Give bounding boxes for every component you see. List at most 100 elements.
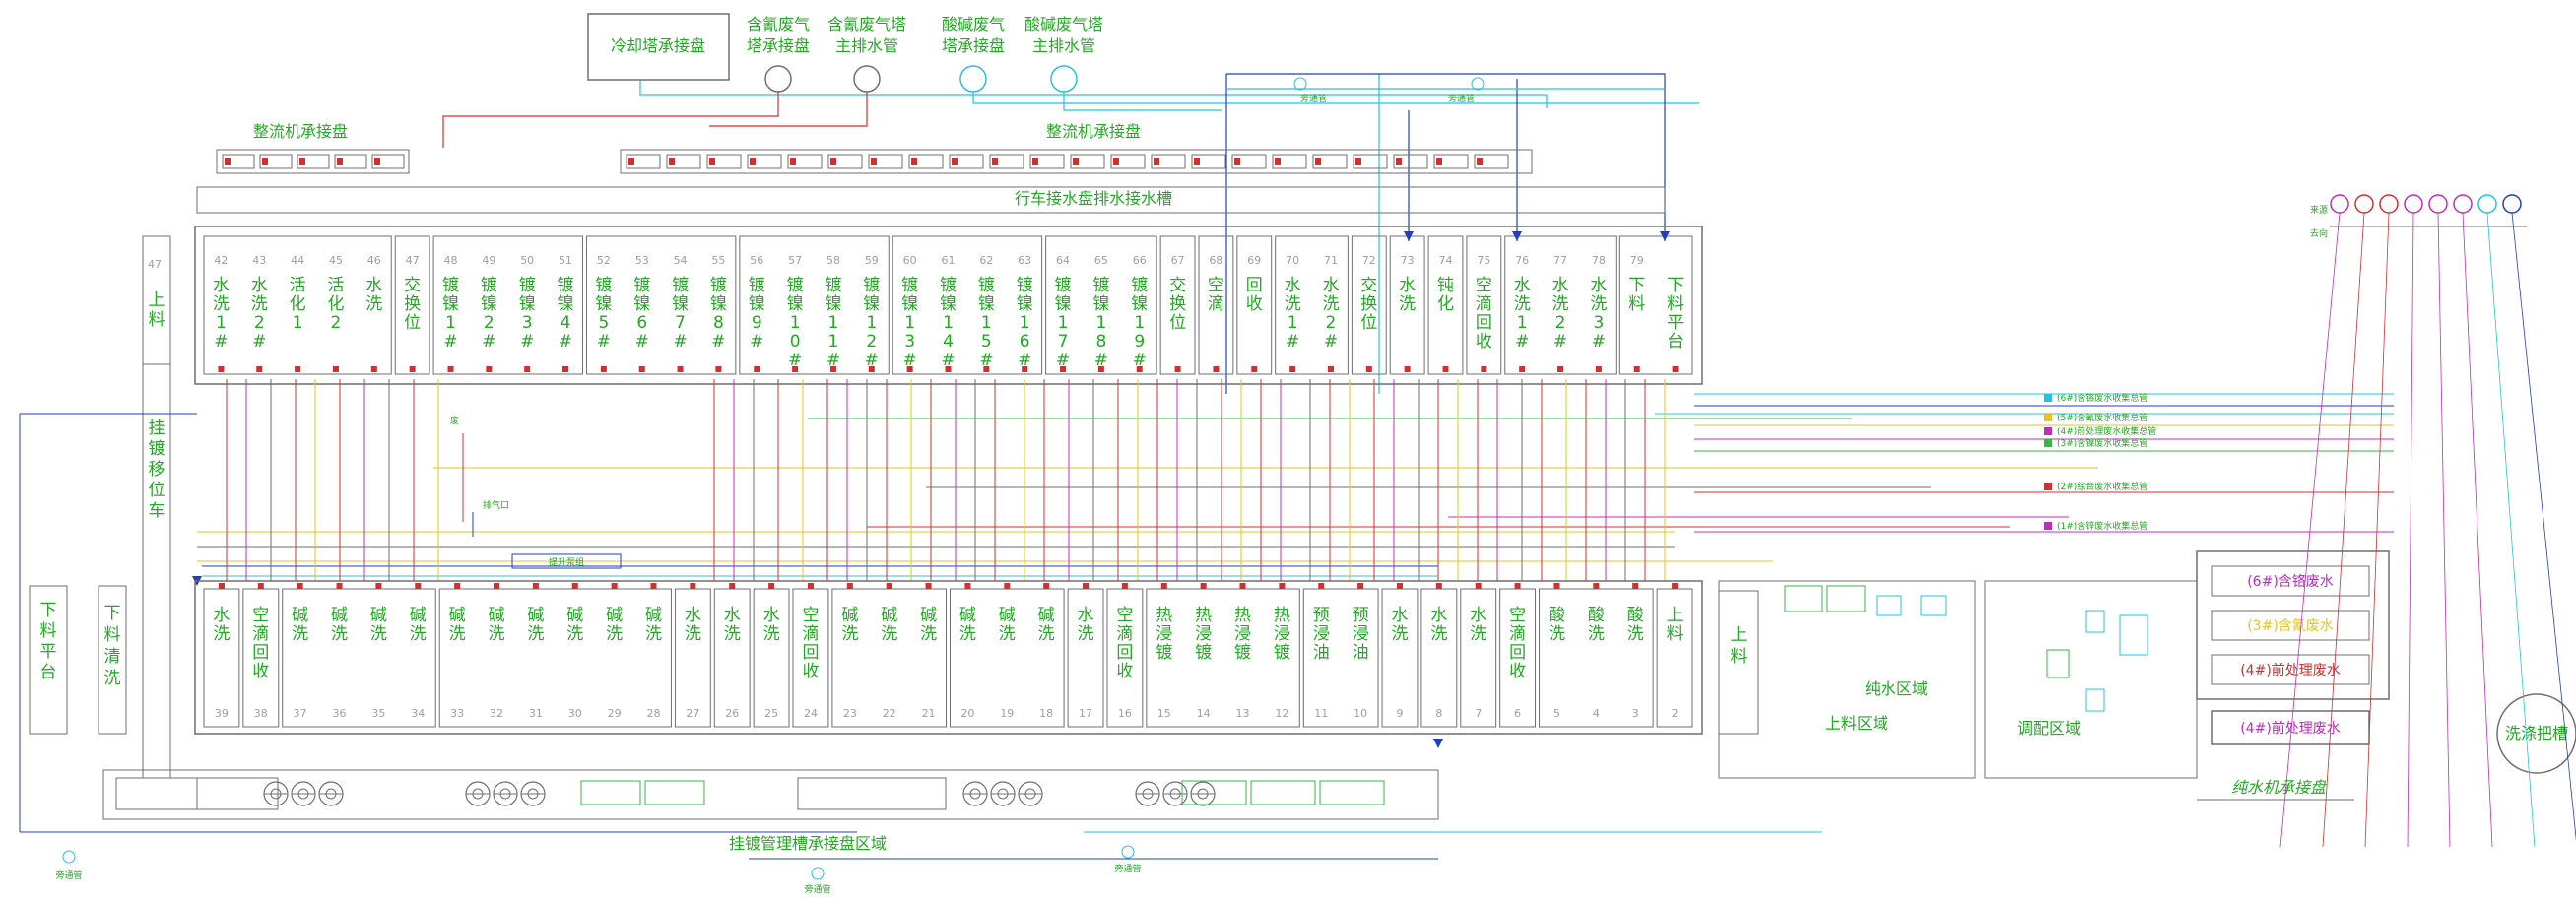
pure-water-area-label: 纯水区域 [1865, 679, 1928, 698]
pure-water-box-1 [1784, 585, 1823, 612]
valve-marker [829, 366, 836, 372]
valve-marker [1251, 366, 1258, 372]
upper-tank-label-char: 5 [981, 332, 992, 352]
valve-marker [729, 583, 736, 589]
loading-area-label: 上料区域 [1825, 714, 1888, 733]
upper-tank-label-char: 化 [327, 294, 344, 314]
pump-icon [263, 781, 289, 806]
lower-tank-label-char: 洗 [1430, 624, 1447, 644]
lower-tank-label-char: 水 [1470, 606, 1486, 625]
lower-tank-num: 13 [1236, 707, 1250, 720]
lower-tank-num: 24 [804, 707, 818, 720]
valve-marker [1160, 583, 1167, 589]
legend-bottom: 去向 [2310, 227, 2328, 239]
loading-area-v2: 料 [1731, 647, 1748, 667]
lower-tank-label-char: 热 [1195, 606, 1212, 625]
manifold-pipe [2322, 212, 2365, 848]
upper-tank-label-char: 水 [365, 276, 382, 295]
upper-tank-label-char: 镀 [519, 276, 536, 295]
valve-marker [1672, 366, 1679, 372]
lower-line: 水洗39空滴回收38碱洗37碱洗36碱洗35碱洗34碱洗33碱洗32碱洗31碱洗… [194, 580, 1703, 735]
pure-water-box-3 [1876, 595, 1902, 616]
valve-marker [297, 583, 303, 589]
upper-tank-label-char: 镀 [481, 276, 497, 295]
lower-tank-label-char: 碱 [881, 606, 897, 625]
filter-unit [1151, 154, 1186, 169]
lower-tank-label-char: 空 [252, 606, 269, 625]
lower-tank-label-char: 热 [1156, 606, 1172, 625]
upper-tank-label-char: 回 [1476, 313, 1492, 333]
bypass-top: 旁通管 旁通管 [1293, 77, 1485, 104]
crane-trough-box [196, 186, 1666, 214]
unload-platform-label4: 台 [40, 663, 57, 682]
upper-tank-group [1236, 235, 1273, 375]
bottom-equipment: 挂镀管理槽承接盘区域 [102, 769, 1439, 853]
filter-tray-right: 整流机承接盘 [620, 122, 1533, 174]
filter-unit [706, 154, 742, 169]
upper-tank-label-char: 1 [1517, 313, 1528, 333]
flow-arrow [1433, 739, 1443, 748]
pipe-label-marker [2044, 394, 2052, 402]
lower-tank-label-char: 碱 [370, 606, 387, 625]
upper-tank-num: 78 [1592, 254, 1606, 267]
filter-mark [299, 158, 305, 165]
upper-tank-label-char: # [1133, 351, 1147, 370]
pump-icon [493, 781, 518, 806]
upper-tank-group [1275, 235, 1349, 375]
upper-tank-label-char: 平 [1667, 313, 1684, 333]
upper-tank-group [432, 235, 583, 375]
valve-marker [447, 366, 454, 372]
valve-marker [415, 583, 422, 589]
lower-tank-num: 32 [490, 707, 503, 720]
manifold-pipe [2279, 212, 2341, 848]
valve-marker [1557, 366, 1564, 372]
upper-tank-label-char: # [788, 351, 802, 370]
filter-mark [992, 158, 998, 165]
manifold-valve [2502, 194, 2522, 214]
lower-tank-label-char: 洗 [449, 624, 466, 644]
exhaust-label: 排气口 [483, 499, 509, 511]
upper-tank-label-char: 镀 [978, 276, 995, 295]
upper-tank-num: 69 [1247, 254, 1261, 267]
upper-tank-label-char: 换 [404, 294, 421, 314]
upper-tank-label-char: 洗 [251, 294, 268, 314]
upper-tank-label-char: 1 [1288, 313, 1298, 333]
upper-tank-label-char: 1 [943, 313, 954, 333]
upper-tank-label-char: 水 [1590, 276, 1607, 295]
unload-rinse-label2: 料 [104, 625, 121, 645]
filter-unit [1474, 154, 1509, 169]
manifold-pipe [2462, 212, 2493, 848]
upper-line-frame [194, 226, 1703, 385]
pipe-label: (1#)含锌废水收集总管 [2057, 520, 2147, 532]
filter-unit [297, 154, 330, 169]
acid-gas-tray-label-2: 塔承接盘 [942, 36, 1005, 55]
filter-mark [1194, 158, 1200, 165]
right-section: 上 料 上料区域 纯水区域 调配区域 (6#)含铬废水 (3#)含氰废水 (4#… [1718, 194, 2576, 848]
lower-tank-num: 8 [1435, 707, 1442, 720]
upper-tank-label-char: 下 [1628, 276, 1645, 295]
cooling-tower-tray-label: 冷却塔承接盘 [611, 36, 705, 55]
bypass-valve-top-1 [1293, 77, 1307, 91]
manifold-pipe [2407, 212, 2414, 848]
upper-tank-group [1466, 235, 1502, 375]
lower-tank-group [282, 588, 436, 728]
bypass-valve-top-2 [1471, 77, 1485, 91]
lower-tank-label-char: 收 [802, 662, 819, 681]
lower-tank-num: 19 [1000, 707, 1014, 720]
loading-area-inner [1718, 590, 1759, 735]
lower-tank-label-char: 滴 [802, 624, 819, 644]
upper-tank-label-char: 镀 [442, 276, 459, 295]
filter-unit [908, 154, 944, 169]
unload-rinse-label3: 清 [104, 647, 121, 667]
left-vertical-label-char: 移 [149, 460, 165, 480]
upper-tank-group [739, 235, 890, 375]
upper-tank-label-char: 4 [943, 332, 954, 352]
acid-gas-main-circle [1050, 65, 1078, 93]
